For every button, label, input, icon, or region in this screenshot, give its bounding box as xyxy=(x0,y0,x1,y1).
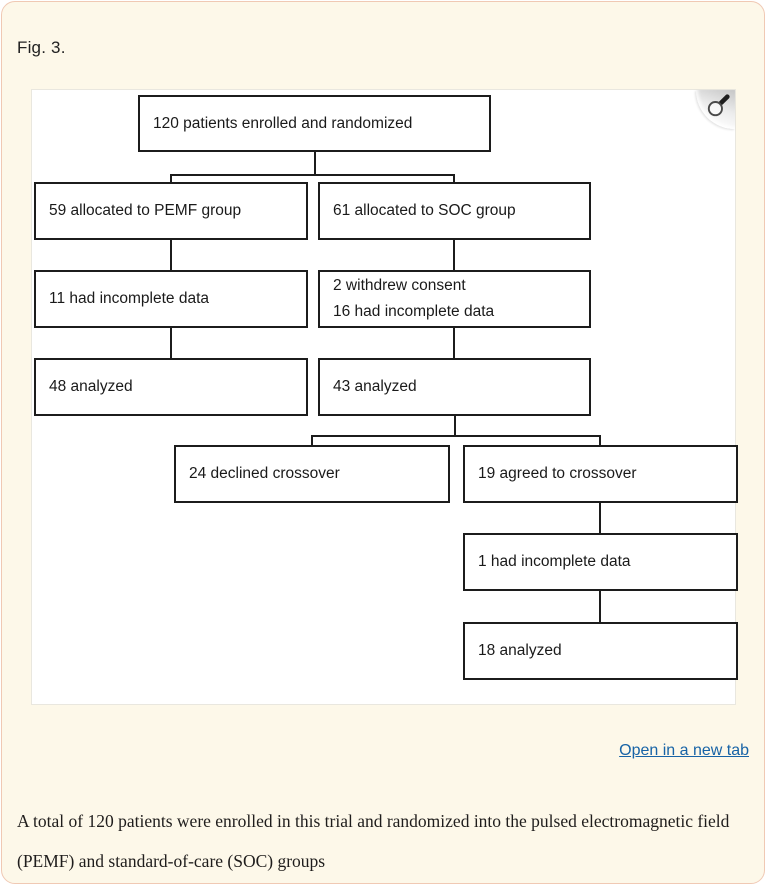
connector-line xyxy=(453,240,455,270)
magnifier-icon xyxy=(707,94,730,117)
flow-box-text: 120 patients enrolled and randomized xyxy=(153,114,413,132)
flow-box-text: 18 analyzed xyxy=(478,642,562,659)
connector-line xyxy=(599,435,601,445)
flow-box-crossover-incomplete: 1 had incomplete data xyxy=(463,533,738,591)
figure-image-panel[interactable]: 120 patients enrolled and randomized 59 … xyxy=(31,89,738,705)
connector-line xyxy=(453,174,455,182)
open-in-new-tab-link[interactable]: Open in a new tab xyxy=(619,742,749,759)
connector-line xyxy=(311,435,601,437)
flow-box-soc-allocated: 61 allocated to SOC group xyxy=(318,182,591,240)
figure-zoom-button[interactable] xyxy=(696,90,735,129)
flow-box-pemf-allocated: 59 allocated to PEMF group xyxy=(34,182,308,240)
flow-box-pemf-incomplete: 11 had incomplete data xyxy=(34,270,308,328)
flow-box-pemf-analyzed: 48 analyzed xyxy=(34,358,308,416)
link-row: Open in a new tab xyxy=(17,742,749,760)
flow-box-declined-crossover: 24 declined crossover xyxy=(174,445,450,503)
figure-caption: A total of 120 patients were enrolled in… xyxy=(17,811,730,871)
flow-box-soc-analyzed: 43 analyzed xyxy=(318,358,591,416)
flow-box-text: 1 had incomplete data xyxy=(478,553,631,570)
flow-box-text: 61 allocated to SOC group xyxy=(333,202,516,219)
connector-line xyxy=(599,591,601,622)
flow-box-text: 2 withdrew consent xyxy=(333,277,466,294)
flow-box-text: 19 agreed to crossover xyxy=(478,465,637,482)
flow-box-enrolled: 120 patients enrolled and randomized xyxy=(138,95,491,152)
flow-box-text: 59 allocated to PEMF group xyxy=(49,202,242,219)
flow-box-text: 48 analyzed xyxy=(49,378,133,395)
connector-line xyxy=(170,240,172,270)
connector-line xyxy=(599,503,601,533)
connector-line xyxy=(313,152,316,176)
flow-box-text: 11 had incomplete data xyxy=(49,290,209,307)
flow-box-text: 43 analyzed xyxy=(333,378,417,395)
connector-line xyxy=(170,174,455,176)
flow-box-text: 24 declined crossover xyxy=(189,465,340,482)
connector-line xyxy=(311,435,313,445)
flow-box-soc-withdrew-incomplete: 2 withdrew consent 16 had incomplete dat… xyxy=(318,270,591,328)
figure-label: Fig. 3. xyxy=(17,38,66,57)
connector-line xyxy=(453,328,455,358)
flow-box-text: 16 had incomplete data xyxy=(333,303,495,320)
flow-box-crossover-analyzed: 18 analyzed xyxy=(463,622,738,680)
connector-line xyxy=(170,174,172,182)
connector-line xyxy=(453,416,456,437)
flow-box-agreed-crossover: 19 agreed to crossover xyxy=(463,445,738,503)
connector-line xyxy=(170,328,172,358)
